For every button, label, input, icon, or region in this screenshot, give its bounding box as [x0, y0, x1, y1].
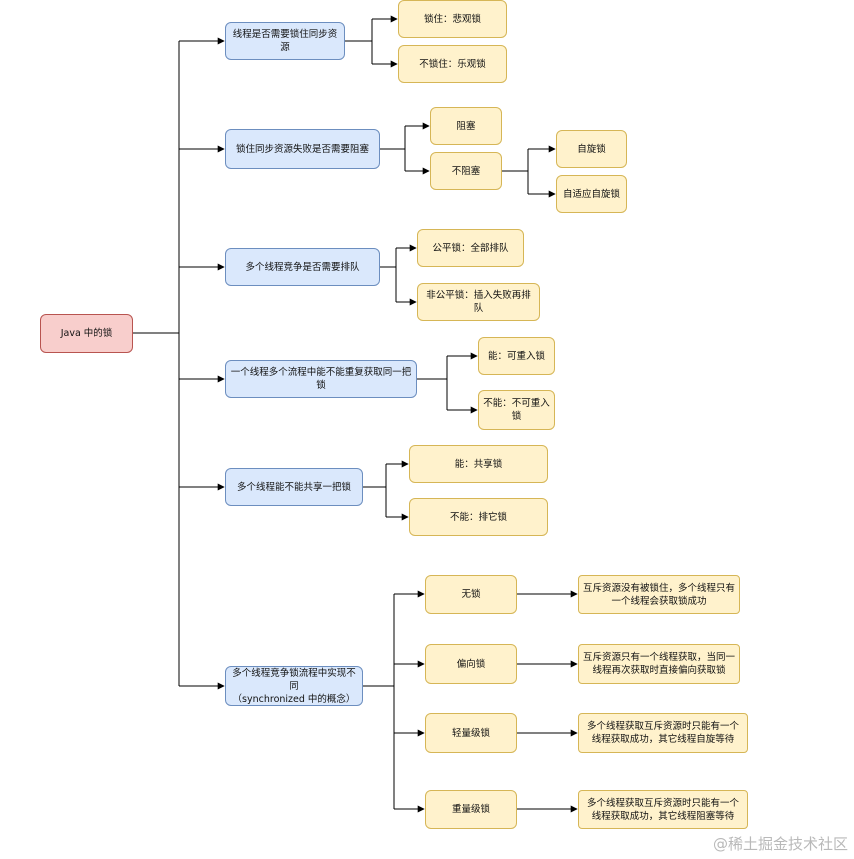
category-shared[interactable]: 多个线程能不能共享一把锁 [225, 468, 363, 506]
leaf-reentrant-lock[interactable]: 能：可重入锁 [478, 337, 555, 375]
leaf-unfair-lock[interactable]: 非公平锁：插入失败再排队 [417, 283, 540, 321]
desc-no-lock: 互斥资源没有被锁住，多个线程只有一个线程会获取锁成功 [578, 575, 740, 614]
desc-lightweight-lock: 多个线程获取互斥资源时只能有一个线程获取成功，其它线程自旋等待 [578, 713, 748, 753]
leaf-fair-lock[interactable]: 公平锁：全部排队 [417, 229, 524, 267]
category-synchronized-states[interactable]: 多个线程竞争锁流程中实现不同 （synchronized 中的概念） [225, 666, 363, 706]
leaf-block[interactable]: 阻塞 [430, 107, 502, 145]
leaf-heavyweight-lock[interactable]: 重量级锁 [425, 790, 517, 829]
category-block-on-fail[interactable]: 锁住同步资源失败是否需要阻塞 [225, 129, 380, 169]
watermark: @稀土掘金技术社区 [712, 835, 848, 853]
leaf-spin-lock[interactable]: 自旋锁 [556, 130, 627, 168]
leaf-pessimistic-lock[interactable]: 锁住：悲观锁 [398, 0, 507, 38]
category-reentrant[interactable]: 一个线程多个流程中能不能重复获取同一把锁 [225, 360, 417, 398]
leaf-shared-lock[interactable]: 能：共享锁 [409, 445, 548, 483]
leaf-biased-lock[interactable]: 偏向锁 [425, 644, 517, 684]
desc-biased-lock: 互斥资源只有一个线程获取，当同一线程再次获取时直接偏向获取锁 [578, 644, 740, 684]
leaf-exclusive-lock[interactable]: 不能：排它锁 [409, 498, 548, 536]
category-sync-lock[interactable]: 线程是否需要锁住同步资源 [225, 22, 345, 60]
leaf-no-lock[interactable]: 无锁 [425, 575, 517, 614]
root-node[interactable]: Java 中的锁 [40, 314, 133, 353]
leaf-lightweight-lock[interactable]: 轻量级锁 [425, 713, 517, 753]
leaf-optimistic-lock[interactable]: 不锁住：乐观锁 [398, 45, 507, 83]
desc-heavyweight-lock: 多个线程获取互斥资源时只能有一个线程获取成功，其它线程阻塞等待 [578, 790, 748, 829]
leaf-non-block[interactable]: 不阻塞 [430, 152, 502, 190]
category-queue[interactable]: 多个线程竞争是否需要排队 [225, 248, 380, 286]
leaf-non-reentrant-lock[interactable]: 不能：不可重入锁 [478, 390, 555, 430]
leaf-adaptive-spin-lock[interactable]: 自适应自旋锁 [556, 175, 627, 213]
